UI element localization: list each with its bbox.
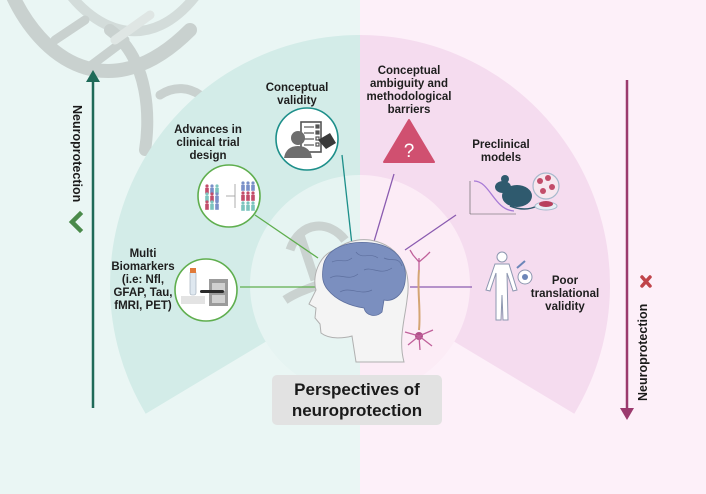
head-brain-icon xyxy=(308,239,409,363)
person-icon xyxy=(246,184,250,191)
biomarkers-icon xyxy=(174,258,238,322)
person-icon xyxy=(215,192,219,196)
person-icon xyxy=(246,204,250,211)
person-icon xyxy=(251,181,255,185)
person-icon xyxy=(215,200,219,204)
person-icon xyxy=(205,203,209,210)
person-icon xyxy=(241,184,245,191)
dna-helix-icon xyxy=(6,0,205,156)
cell-culture-icon xyxy=(532,172,560,211)
connector-lines xyxy=(240,154,472,288)
person-icon xyxy=(241,191,245,195)
person-icon xyxy=(205,195,209,202)
neuron-icon xyxy=(404,249,434,351)
person-icon xyxy=(215,195,219,202)
mouse-icon xyxy=(495,175,538,210)
person-icon xyxy=(210,187,214,194)
person-icon xyxy=(210,192,214,196)
person-icon xyxy=(251,194,255,201)
right-axis-arrow xyxy=(620,80,634,420)
person-icon xyxy=(205,184,209,188)
person-icon xyxy=(210,184,214,188)
label-clinical-trial: Advances in clinical trial design xyxy=(174,124,242,162)
svg-text:?: ? xyxy=(404,141,415,162)
person-icon xyxy=(210,203,214,210)
human-injection-icon xyxy=(485,251,533,321)
preclinical-models-icon xyxy=(469,172,560,215)
cross-icon xyxy=(640,275,652,288)
label-conceptual-validity: Conceptual validity xyxy=(265,82,329,107)
person-icon xyxy=(205,200,209,204)
warning-question-icon: ? xyxy=(383,119,435,163)
person-icon xyxy=(241,194,245,201)
person-icon xyxy=(241,181,245,185)
left-axis-label: Neuroprotection xyxy=(70,105,84,203)
person-icon xyxy=(251,184,255,191)
person-icon xyxy=(251,201,255,205)
person-icon xyxy=(210,200,214,204)
person-icon xyxy=(215,203,219,210)
diagram-title: Perspectives of neuroprotection xyxy=(272,375,442,425)
left-axis-arrow xyxy=(86,70,100,408)
person-icon xyxy=(215,184,219,188)
clinical-trial-icon xyxy=(197,164,261,228)
person-icon xyxy=(210,195,214,202)
person-icon xyxy=(215,187,219,194)
person-icon xyxy=(205,192,209,196)
person-icon xyxy=(246,181,250,185)
check-icon xyxy=(68,210,84,234)
label-biomarkers: Multi Biomarkers (i.e: Nfl, GFAP, Tau, f… xyxy=(111,248,175,312)
person-icon xyxy=(251,191,255,195)
right-axis-label: Neuroprotection xyxy=(636,303,650,401)
person-icon xyxy=(205,187,209,194)
person-icon xyxy=(246,194,250,201)
person-icon xyxy=(241,201,245,205)
label-ambiguity: Conceptual ambiguity and methodological … xyxy=(366,65,452,116)
conceptual-validity-icon xyxy=(275,107,339,171)
dose-response-curve-icon xyxy=(469,180,516,215)
person-icon xyxy=(241,204,245,211)
person-icon xyxy=(246,201,250,205)
label-preclinical: Preclinical models xyxy=(472,139,530,164)
person-icon xyxy=(251,204,255,211)
label-translational: Poor translational validity xyxy=(530,275,600,313)
person-icon xyxy=(246,191,250,195)
